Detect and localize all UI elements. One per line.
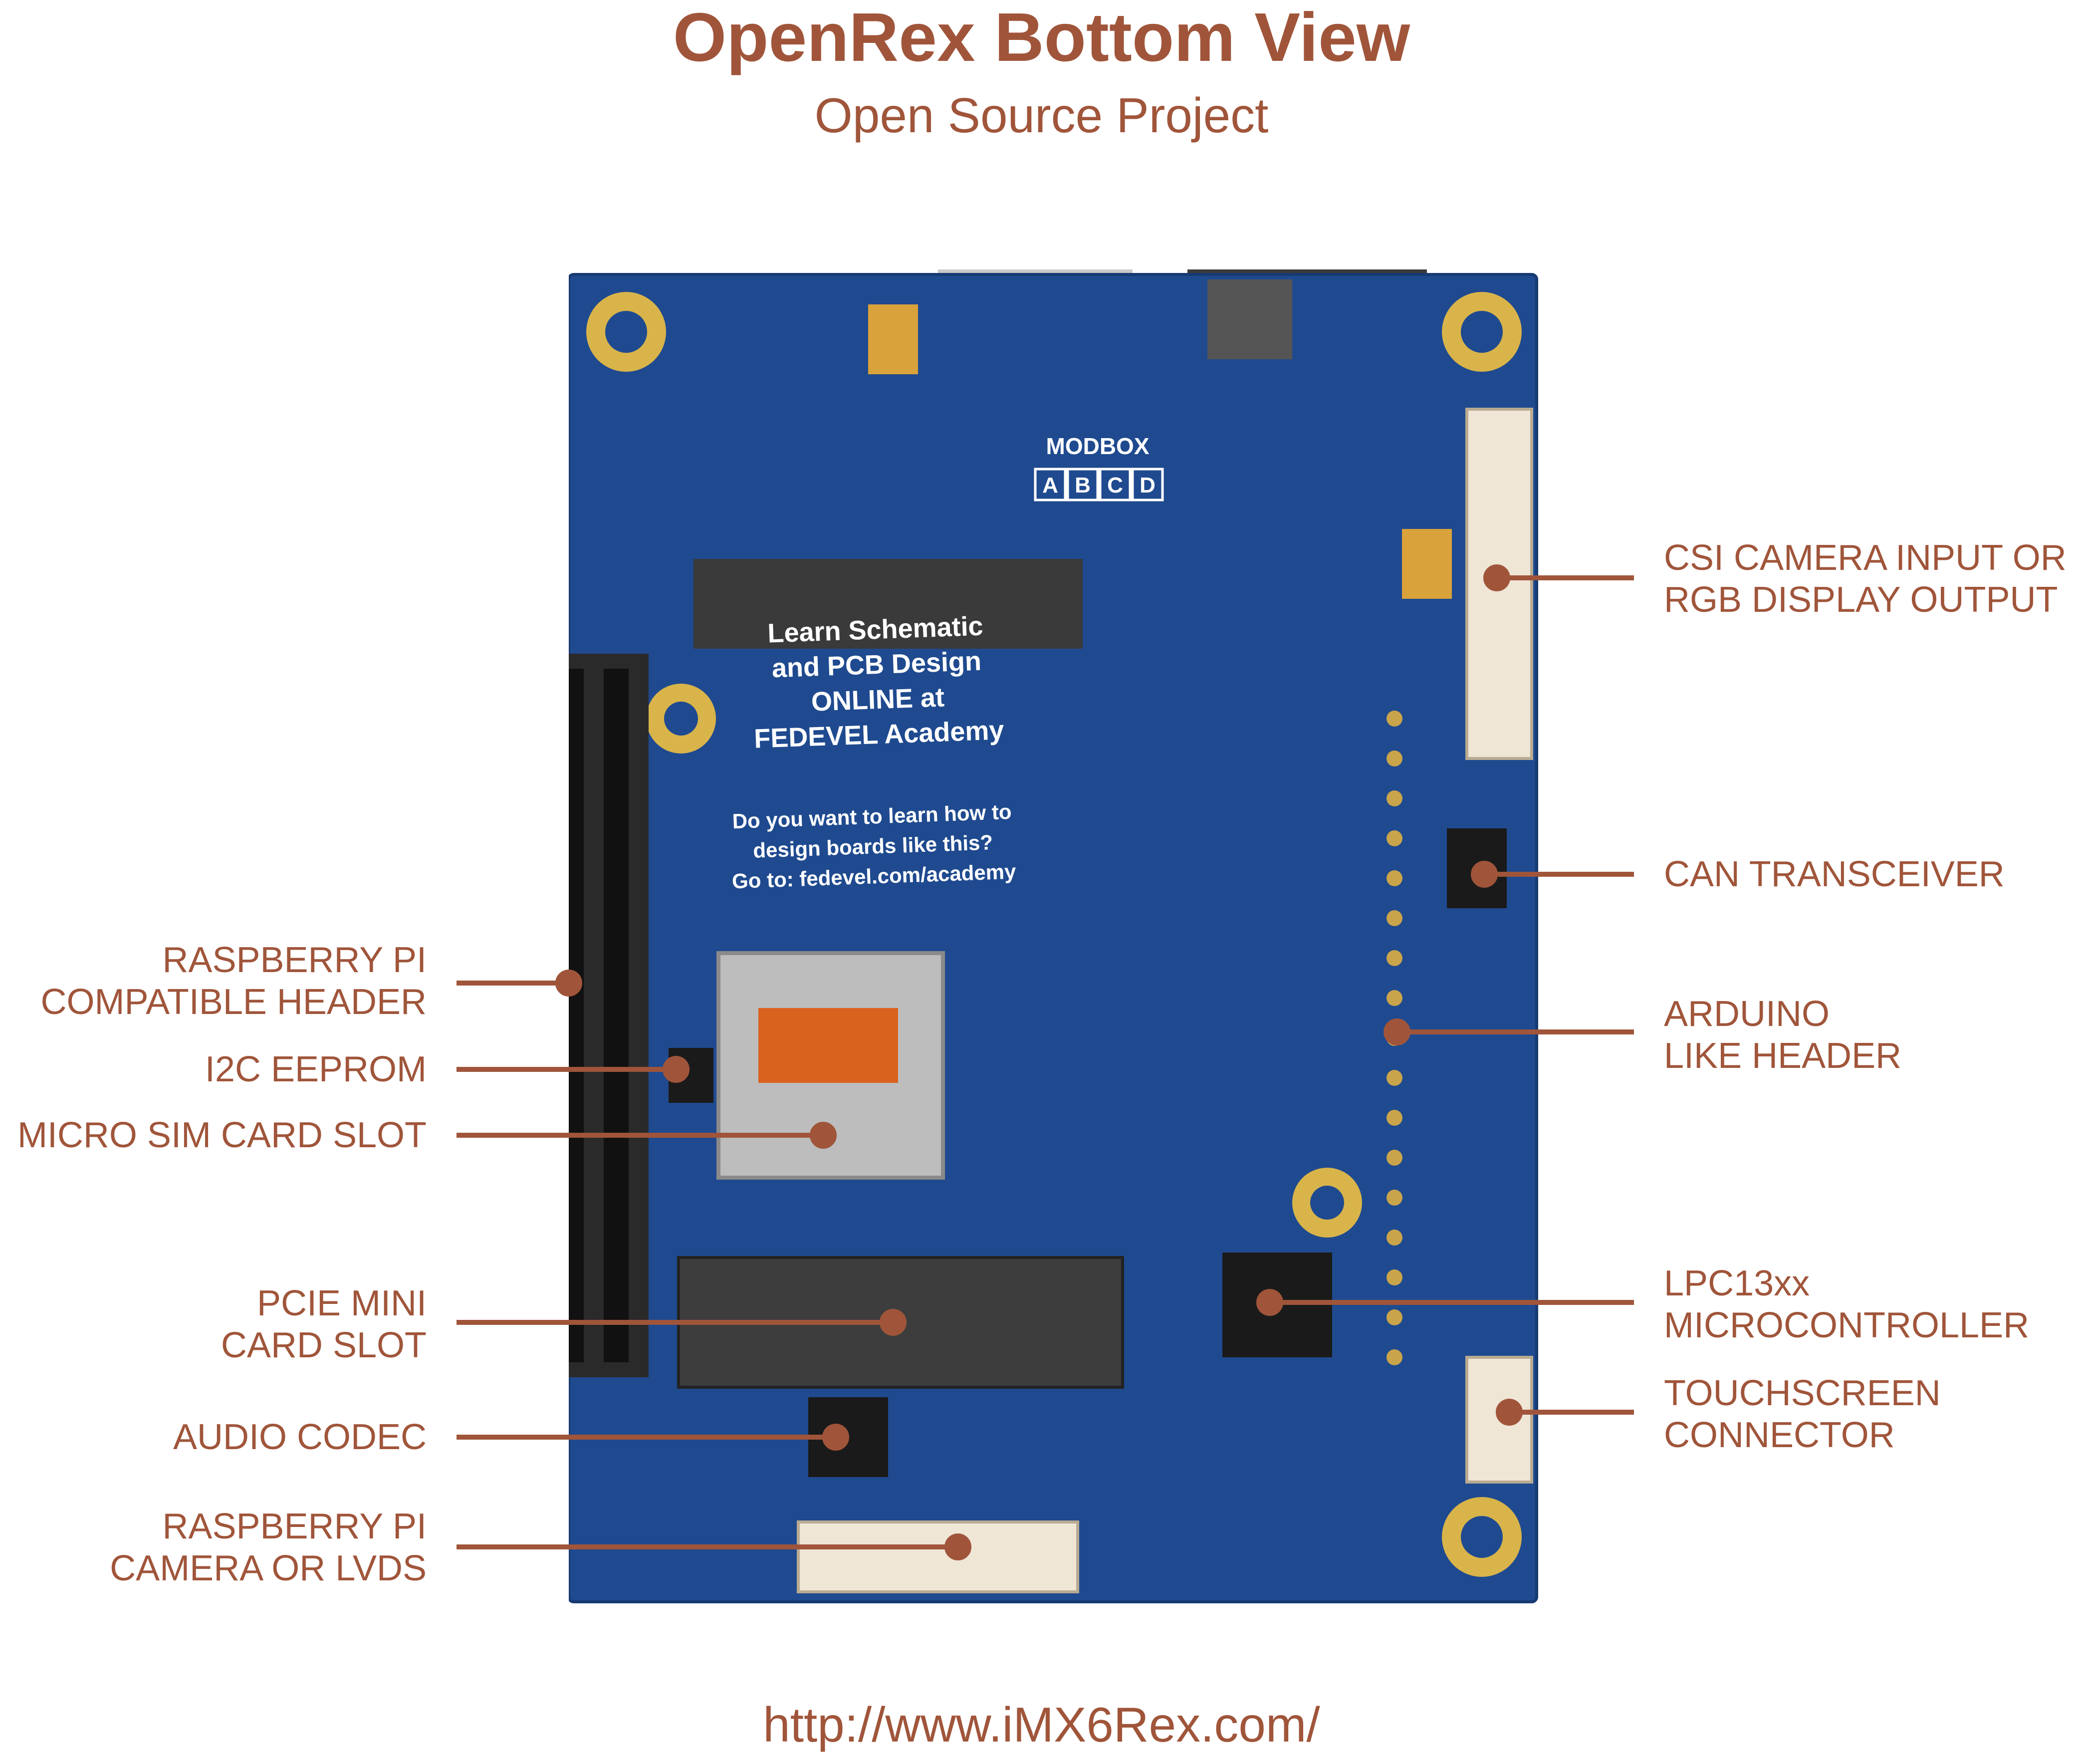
page-title: OpenRex Bottom View xyxy=(673,0,1410,76)
footer-url[interactable]: http://www.iMX6Rex.com/ xyxy=(763,1697,1320,1752)
modbox-slots: A B C D xyxy=(1034,468,1164,502)
label-micro-sim-slot: MICRO SIM CARD SLOT xyxy=(17,1115,427,1155)
sim-contact xyxy=(758,1008,898,1083)
modbox-slot-a: A xyxy=(1042,473,1058,498)
modbox-label: MODBOX xyxy=(1046,433,1150,459)
svg-text:ONLINE at: ONLINE at xyxy=(811,682,945,717)
label-audio-codec: AUDIO CODEC xyxy=(173,1417,427,1457)
openrex-board: MODBOX A B C D Learn Schematic and PCB D… xyxy=(569,269,1538,1603)
card-holder xyxy=(694,559,1083,649)
modbox-slot-b: B xyxy=(1075,473,1091,498)
label-can-transceiver: CAN TRANSCEIVER xyxy=(1664,854,2005,894)
svg-text:and PCB Design: and PCB Design xyxy=(771,646,982,684)
camera-connector xyxy=(797,1520,1079,1593)
label-i2c-eeprom: I2C EEPROM xyxy=(205,1049,427,1089)
modbox-slot-c: C xyxy=(1107,473,1123,498)
page-subtitle: Open Source Project xyxy=(814,88,1269,143)
modbox-slot-d: D xyxy=(1140,473,1156,498)
